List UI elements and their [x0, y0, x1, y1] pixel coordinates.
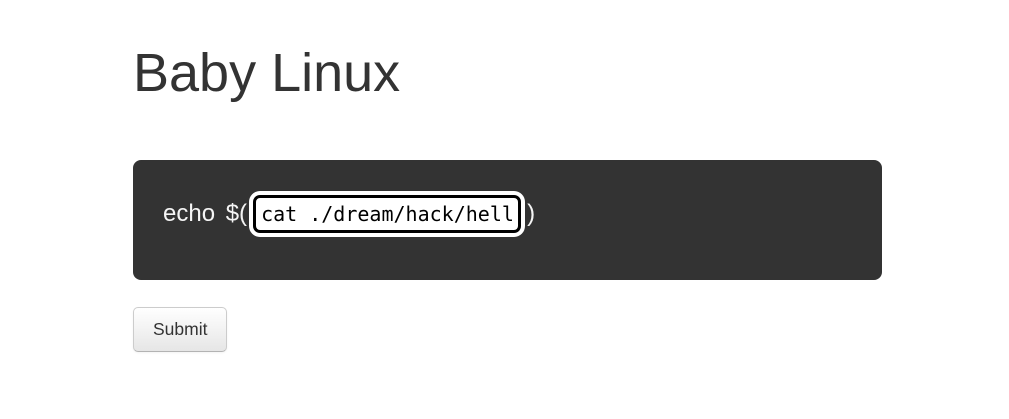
command-form: echo $( ) — [163, 195, 536, 234]
submit-button[interactable]: Submit — [133, 307, 228, 353]
content-container: Baby Linux echo $( ) Submit — [133, 0, 882, 353]
command-input[interactable] — [253, 195, 522, 234]
command-prefix-text: echo $( — [163, 200, 248, 228]
page-title: Baby Linux — [133, 43, 401, 103]
command-box: echo $( ) — [133, 160, 882, 281]
command-suffix-text: ) — [527, 200, 536, 228]
